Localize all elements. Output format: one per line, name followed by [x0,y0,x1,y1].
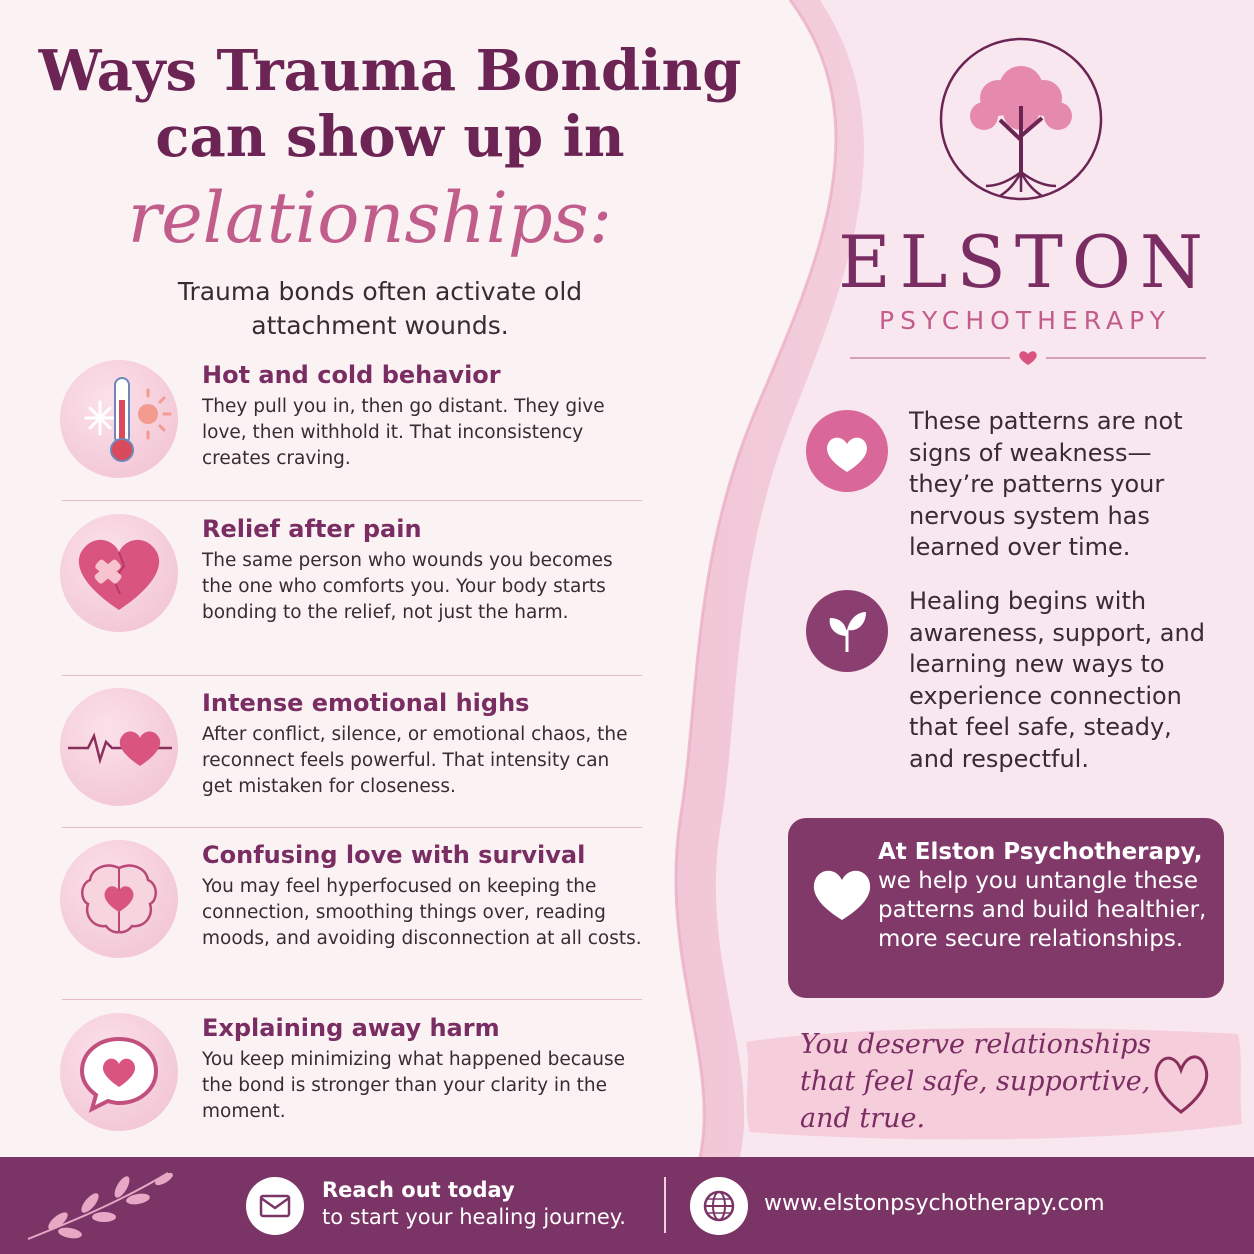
footer-cta-bold: Reach out today [322,1178,515,1202]
note-text: Healing begins with awareness, support, … [909,587,1205,773]
note-text: These patterns are not signs of weakness… [909,407,1183,561]
heart-icon [813,870,871,920]
subtitle: Trauma bonds often activate old attachme… [80,275,680,343]
item-text: You may feel hyperfocused on keeping the… [202,876,642,949]
item-text: You keep minimizing what happened becaus… [202,1049,625,1122]
brand-subtitle: PSYCHOTHERAPY [879,306,1171,335]
item-title: Relief after pain [202,515,422,543]
heart-icon [806,410,888,492]
brain-heart-icon [60,840,178,958]
subtitle-line-2: attachment wounds. [251,311,509,340]
item-text: After conflict, silence, or emotional ch… [202,724,628,797]
item-text: They pull you in, then go distant. They … [202,396,605,469]
sprout-icon [806,590,888,672]
title-line-2: can show up in [155,104,625,170]
divider [62,500,642,501]
cta-body: we help you untangle these patterns and … [878,868,1207,952]
thermometer-snowflake-sun-icon [60,360,178,478]
subtitle-line-1: Trauma bonds often activate old [177,277,583,306]
title-line-1: Ways Trauma Bonding [38,38,742,104]
divider [62,675,642,676]
footer-cta[interactable]: Reach out today to start your healing jo… [322,1177,626,1231]
page-title: Ways Trauma Bonding can show up in [30,38,750,170]
website-link[interactable]: www.elstonpsychotherapy.com [764,1191,1105,1216]
tree-of-life-icon [939,37,1103,201]
leaf-sprig-icon [27,1172,173,1240]
bandaged-heart-icon [60,514,178,632]
heartbeat-heart-icon [60,688,178,806]
item-title: Confusing love with survival [202,841,586,869]
cta-bold: At Elston Psychotherapy, [878,839,1203,865]
item-title: Intense emotional highs [202,689,530,717]
item-title: Hot and cold behavior [202,361,501,389]
globe-icon[interactable] [690,1177,748,1235]
speech-bubble-heart-icon [60,1013,178,1131]
footer-separator [664,1177,666,1233]
cta-text: At Elston Psychotherapy, we help you unt… [878,838,1208,954]
brush-stroke [746,1028,1242,1140]
envelope-icon[interactable] [246,1177,304,1235]
script-heading: relationships: [127,177,613,259]
footer: Reach out today to start your healing jo… [0,1157,1254,1254]
divider [62,827,642,828]
item-text: The same person who wounds you becomes t… [202,550,613,623]
cta-box: At Elston Psychotherapy, we help you unt… [788,818,1224,998]
item-title: Explaining away harm [202,1014,500,1042]
heart-divider-icon [850,351,1206,365]
outline-heart-icon [1154,1055,1209,1114]
divider [62,999,642,1000]
quote-text: You deserve relationships that feel safe… [800,1029,1152,1134]
footer-cta-text: to start your healing journey. [322,1205,626,1229]
brand-name: ELSTON [838,220,1212,304]
